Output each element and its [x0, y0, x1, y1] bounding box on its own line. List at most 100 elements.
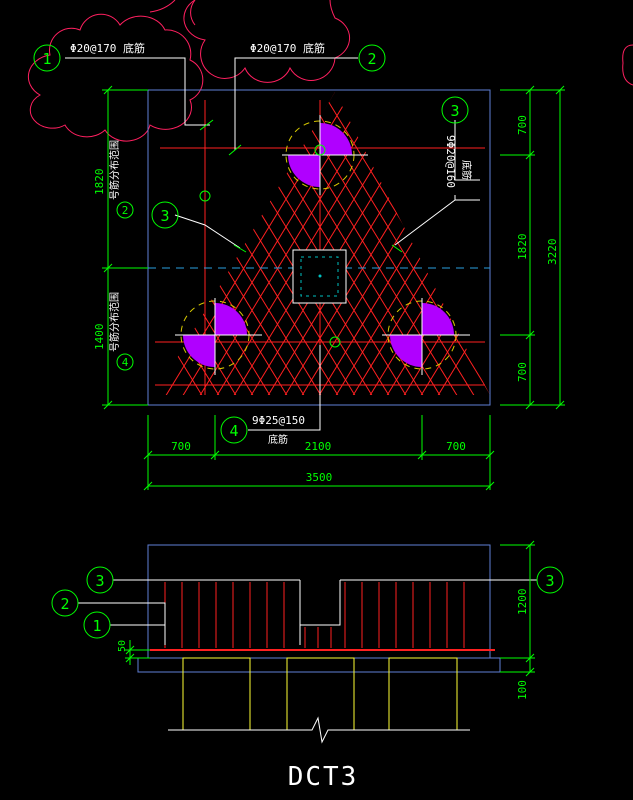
callout-3-right-plan: 3 9Φ20@160 底筋 — [441, 96, 473, 188]
revision-cloud-right — [622, 44, 633, 86]
rebar-diagonal-b — [155, 92, 337, 395]
rebar-marker-bottom — [329, 336, 341, 348]
svg-text:1: 1 — [42, 50, 51, 68]
dim-bottom-total: 3500 — [306, 471, 333, 484]
rebar-diagonal-b — [155, 92, 218, 395]
section-dimension-right — [500, 540, 535, 677]
rebar-marker-left — [199, 190, 211, 202]
rebar-diagonal-a — [155, 92, 202, 395]
cap-plan-outline — [147, 89, 491, 406]
rebar-diagonal-b — [217, 92, 439, 395]
revision-cloud-top — [149, 0, 351, 83]
section-dim-100: 100 — [516, 680, 529, 700]
revision-cloud-left — [27, 13, 204, 142]
section-vertical-bars-mid — [304, 627, 332, 648]
section-dim-1200: 1200 — [516, 589, 529, 616]
callout-leaders — [65, 57, 480, 431]
rebar-diagonal-b — [285, 92, 490, 395]
rebar-diagonal-b — [155, 92, 286, 395]
svg-text:9Φ20@160: 9Φ20@160 — [444, 135, 457, 188]
rebar-diagonal-a — [405, 92, 490, 395]
drawing-title: DCT3 — [288, 762, 359, 792]
section-leaders — [78, 579, 537, 645]
section-vertical-bars-left — [164, 582, 285, 648]
rebar-diagonal-b — [489, 92, 490, 395]
callout-1-section: 1 — [83, 611, 111, 639]
svg-text:4: 4 — [122, 356, 129, 369]
rebar-marker-top — [314, 144, 326, 156]
dimension-left — [102, 85, 148, 410]
svg-text:3: 3 — [450, 102, 459, 120]
dimension-bottom — [143, 415, 495, 491]
svg-text:2: 2 — [367, 50, 376, 68]
pile-right — [382, 298, 470, 375]
rebar-diagonal-b — [438, 92, 490, 395]
rebar-diagonal-a — [155, 92, 270, 395]
diagonal-rebar-set-a — [0, 60, 490, 420]
rebar-diagonal-b — [455, 92, 490, 395]
rebar-diagonal-b — [155, 92, 371, 395]
dim-left-2: 1400 — [93, 324, 106, 351]
callout-3-left-section: 3 — [86, 566, 114, 594]
rebar-diagonal-b — [319, 92, 490, 395]
svg-text:3: 3 — [95, 572, 104, 590]
pile-left — [175, 298, 262, 375]
cushion-layer — [137, 657, 501, 673]
dimension-right — [500, 85, 565, 410]
rebar-diagonal-b — [155, 92, 252, 395]
svg-text:Φ20@170 底筋: Φ20@170 底筋 — [70, 41, 145, 55]
rebar-diagonal-a — [422, 92, 490, 395]
section-vertical-bars-right — [344, 582, 465, 648]
svg-text:2: 2 — [60, 595, 69, 613]
callout-3-left-plan: 3 — [151, 201, 179, 229]
callout-1-plan: 1 Φ20@170 底筋 — [33, 41, 145, 72]
svg-text:2: 2 — [122, 204, 129, 217]
rebar-diagonal-b — [524, 60, 633, 420]
dim-right-2: 1820 — [516, 234, 529, 261]
svg-text:号筋分布范围: 号筋分布范围 — [108, 140, 121, 200]
rebar-diagonal-b — [404, 92, 490, 395]
section-dimension-left — [125, 640, 150, 665]
rebar-diagonal-a — [155, 92, 372, 395]
pile-top — [282, 115, 368, 195]
callout-2-section: 2 — [51, 589, 79, 617]
section-piles — [182, 657, 458, 730]
svg-text:底筋: 底筋 — [268, 433, 288, 446]
svg-text:底筋: 底筋 — [460, 160, 473, 180]
svg-text:4: 4 — [229, 422, 238, 440]
dim-bottom-1: 700 — [171, 440, 191, 453]
leader-3-right-branch — [394, 195, 456, 246]
dim-right-1: 700 — [516, 115, 529, 135]
rebar-diagonal-b — [155, 92, 303, 395]
svg-text:号筋分布范围: 号筋分布范围 — [108, 292, 121, 352]
callout-2-plan: 2 Φ20@170 底筋 — [250, 41, 386, 72]
diagonal-rebar-set-b — [155, 60, 633, 420]
rebar-diagonal-a — [155, 92, 185, 395]
range-note-2: 2 号筋分布范围 — [108, 140, 134, 219]
dim-bottom-2: 2100 — [305, 440, 332, 453]
svg-text:9Φ25@150: 9Φ25@150 — [252, 414, 305, 427]
dim-bottom-3: 700 — [446, 440, 466, 453]
svg-text:Φ20@170 底筋: Φ20@170 底筋 — [250, 41, 325, 55]
rebar-diagonal-a — [155, 92, 304, 395]
rebar-diagonal-b — [200, 92, 422, 395]
svg-text:3: 3 — [545, 572, 554, 590]
rebar-diagonal-a — [155, 92, 287, 395]
rebar-diagonal-a — [388, 92, 490, 395]
rebar-diagonal-a — [155, 92, 355, 395]
range-note-4: 4 号筋分布范围 — [108, 292, 134, 371]
callout-4-plan: 4 9Φ25@150 底筋 — [220, 414, 305, 446]
rebar-diagonal-b — [353, 92, 490, 395]
column-box — [292, 249, 347, 304]
rebar-diagonal-a — [0, 60, 133, 420]
dim-right-3: 700 — [516, 362, 529, 382]
rebar-diagonal-a — [155, 92, 253, 395]
section-dim-50: 50 — [117, 640, 128, 652]
rebar-diagonal-b — [251, 92, 473, 395]
rebar-diagonal-a — [155, 92, 168, 395]
svg-text:1: 1 — [92, 617, 101, 635]
break-line — [168, 716, 470, 744]
dim-right-total: 3220 — [546, 239, 559, 266]
callout-3-right-section: 3 — [536, 566, 564, 594]
rebar-diagonal-b — [183, 92, 405, 395]
